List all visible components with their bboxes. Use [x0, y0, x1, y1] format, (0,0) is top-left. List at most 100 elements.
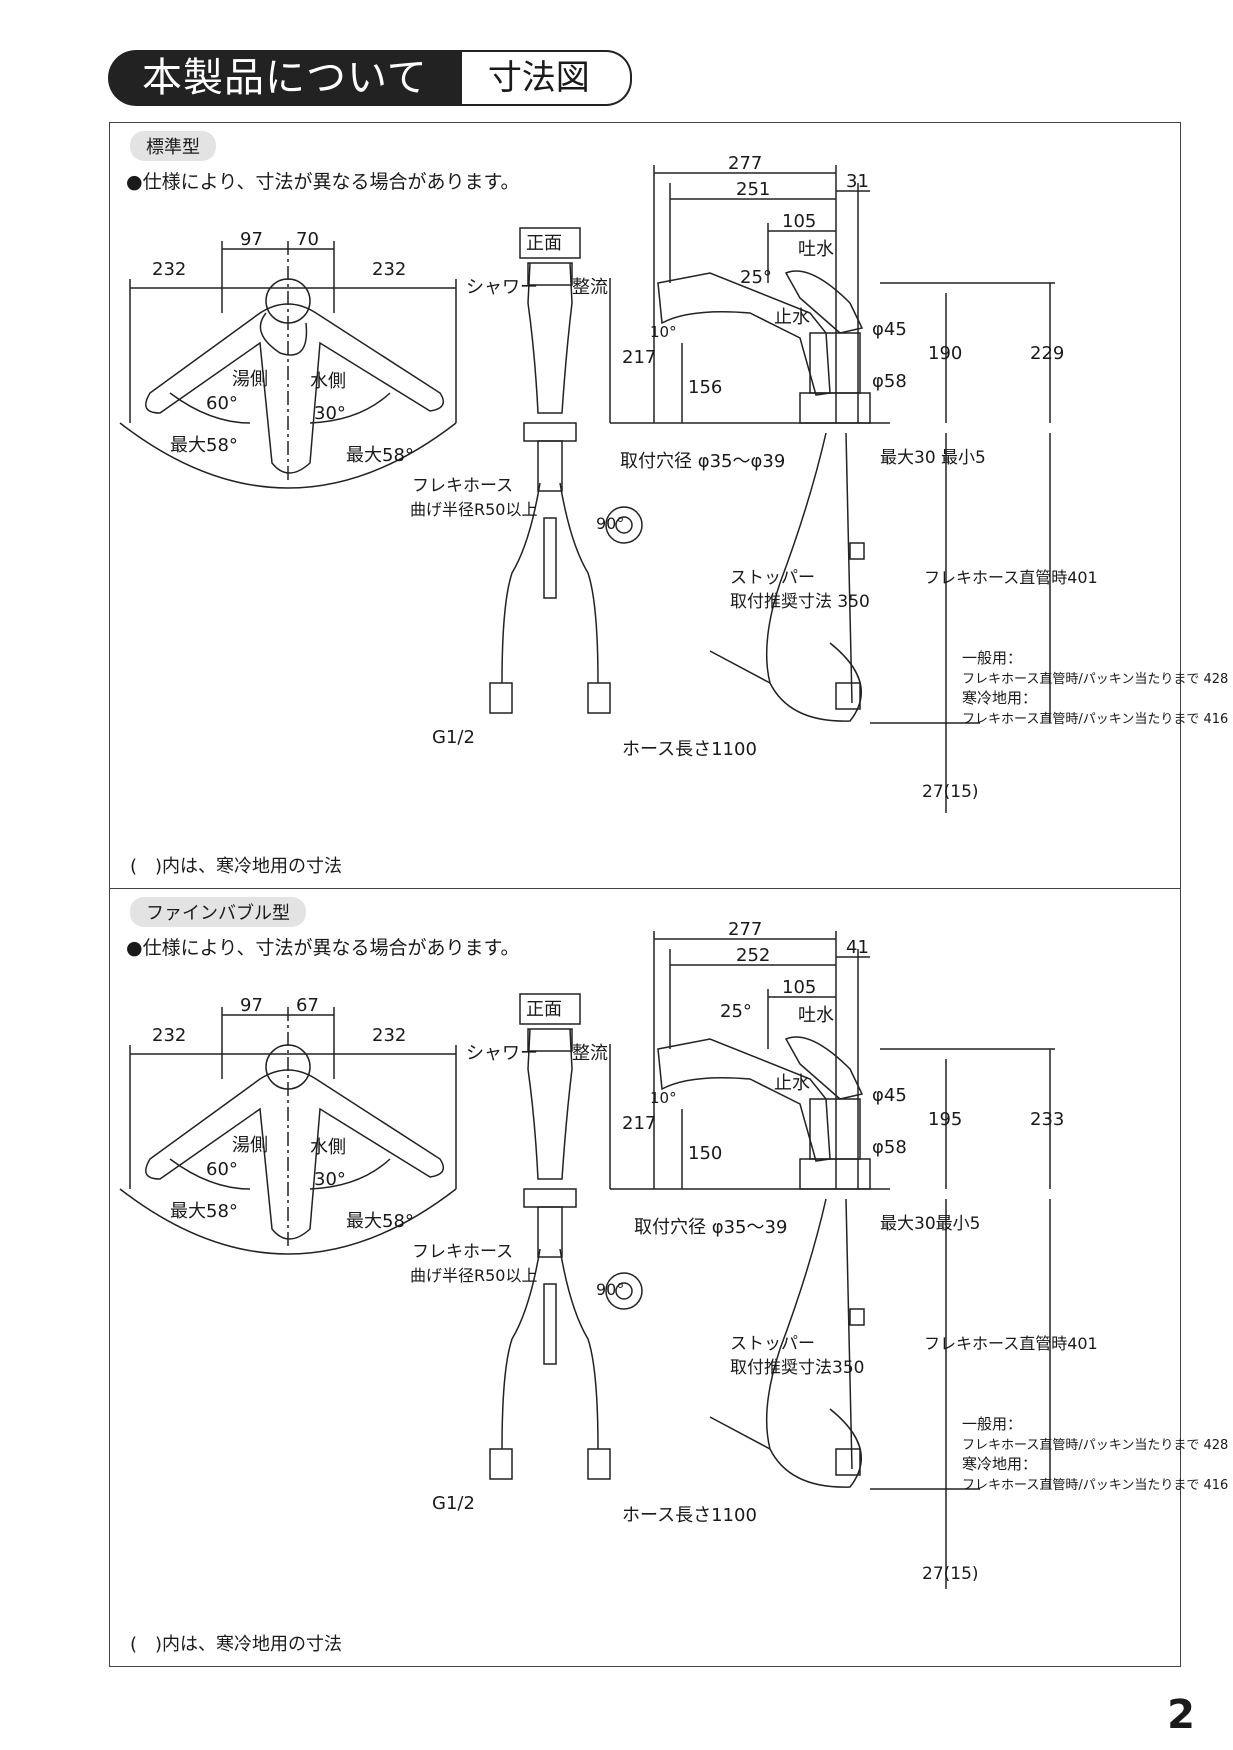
general-use: 一般用： — [962, 1415, 1022, 1433]
angle-10: 10° — [650, 323, 677, 341]
standard-dimension-drawing: 97 70 232 232 湯側 水側 60° 30° 最大58° 最大58° … — [119, 153, 1228, 813]
angle-30: 30° — [314, 1169, 346, 1190]
front-view-drawing — [489, 227, 643, 714]
stopper-dim: 取付推奨寸法 350 — [730, 592, 870, 612]
fine-bubble-type-panel: ファインバブル型 ●仕様により、寸法が異なる場合があります。 ( )内は、寒冷地… — [109, 889, 1228, 1667]
phi45: φ45 — [872, 319, 907, 340]
angle-10: 10° — [650, 1089, 677, 1107]
dim-232-right: 232 — [372, 259, 406, 280]
stop-label: 止水 — [774, 1073, 810, 1094]
dim-217: 217 — [622, 1113, 656, 1134]
general-use-detail: フレキホース直管時/パッキン当たりまで 428 — [962, 1438, 1228, 1453]
front-view-drawing — [489, 993, 643, 1480]
stopper-label: ストッパー — [730, 568, 815, 588]
cold-region-use: 寒冷地用： — [962, 1455, 1037, 1473]
dim-67: 67 — [296, 995, 319, 1016]
cold-side-label: 水側 — [310, 371, 346, 392]
hot-side-label: 湯側 — [232, 1135, 268, 1156]
type-label: ファインバブル型 — [130, 897, 306, 927]
spec-note: ●仕様により、寸法が異なる場合があります。 — [126, 171, 520, 193]
standard-type-panel: 標準型 ●仕様により、寸法が異なる場合があります。 ( )内は、寒冷地用の寸法 — [109, 122, 1228, 889]
hose-label: フレキホース — [412, 1242, 513, 1262]
general-use-detail: フレキホース直管時/パッキン当たりまで 428 — [962, 672, 1228, 687]
max-left: 最大58° — [170, 435, 238, 456]
angle-60: 60° — [206, 393, 238, 414]
spec-note: ●仕様により、寸法が異なる場合があります。 — [126, 937, 520, 959]
angle-90: 90° — [596, 514, 624, 533]
front-title: 正面 — [526, 233, 562, 254]
hose-length: ホース長さ1100 — [622, 1505, 757, 1526]
cold-region-detail: フレキホース直管時/パッキン当たりまで 416 — [962, 712, 1228, 727]
phi58: φ58 — [872, 371, 907, 392]
stopper-label: ストッパー — [730, 1334, 815, 1354]
hose-label: フレキホース — [412, 476, 513, 496]
dim-229: 229 — [1030, 343, 1064, 364]
cold-region-use: 寒冷地用： — [962, 689, 1037, 707]
flex-hose-401: フレキホース直管時401 — [924, 1334, 1098, 1353]
side-view-drawing — [609, 165, 1055, 813]
dim-232-left: 232 — [152, 1025, 186, 1046]
cold-side-label: 水側 — [310, 1137, 346, 1158]
spout-label: 吐水 — [798, 1005, 834, 1026]
dim-97: 97 — [240, 229, 263, 250]
section-subtitle: 寸法図 — [461, 50, 632, 106]
dim-232-right: 232 — [372, 1025, 406, 1046]
stop-label: 止水 — [774, 307, 810, 328]
section-title: 本製品について — [108, 50, 462, 106]
dim-150: 150 — [688, 1143, 722, 1164]
angle-30: 30° — [314, 403, 346, 424]
shower-label: シャワー — [466, 1043, 538, 1064]
footnote: ( )内は、寒冷地用の寸法 — [130, 856, 343, 877]
dim-31: 31 — [846, 171, 869, 192]
dim-27-15: 27(15) — [922, 1564, 979, 1584]
straight-label: 整流 — [572, 1043, 608, 1064]
max-left: 最大58° — [170, 1201, 238, 1222]
cold-region-detail: フレキホース直管時/パッキン当たりまで 416 — [962, 1478, 1228, 1493]
dim-195: 195 — [928, 1109, 962, 1130]
flex-hose-401: フレキホース直管時401 — [924, 568, 1098, 587]
dim-105: 105 — [782, 977, 816, 998]
bend-label: 曲げ半径R50以上 — [410, 1266, 537, 1285]
section-header: 本製品について 寸法図 — [108, 50, 632, 106]
footnote: ( )内は、寒冷地用の寸法 — [130, 1634, 343, 1655]
side-view-drawing — [609, 931, 1055, 1589]
front-title: 正面 — [526, 999, 562, 1020]
phi45: φ45 — [872, 1085, 907, 1106]
general-use: 一般用： — [962, 649, 1022, 667]
dim-233: 233 — [1030, 1109, 1064, 1130]
dim-105: 105 — [782, 211, 816, 232]
type-label: 標準型 — [130, 131, 216, 161]
dim-97: 97 — [240, 995, 263, 1016]
max-right: 最大58° — [346, 445, 414, 466]
shower-label: シャワー — [466, 277, 538, 298]
angle-90: 90° — [596, 1280, 624, 1299]
dim-277: 277 — [728, 919, 762, 940]
angle-25: 25° — [720, 1001, 752, 1022]
dim-252: 252 — [736, 945, 770, 966]
top-view-drawing — [119, 1007, 457, 1255]
dim-156: 156 — [688, 377, 722, 398]
dim-41: 41 — [846, 937, 869, 958]
phi58: φ58 — [872, 1137, 907, 1158]
angle-25: 25° — [740, 267, 772, 288]
hot-side-label: 湯側 — [232, 369, 268, 390]
dim-251: 251 — [736, 179, 770, 200]
dim-190: 190 — [928, 343, 962, 364]
top-view-drawing — [119, 241, 457, 489]
angle-60: 60° — [206, 1159, 238, 1180]
mount-hole: 取付穴径 φ35〜39 — [634, 1217, 787, 1238]
max30-min5: 最大30最小5 — [880, 1214, 980, 1234]
max-right: 最大58° — [346, 1211, 414, 1232]
page-number: 2 — [1167, 1692, 1195, 1738]
dim-232-left: 232 — [152, 259, 186, 280]
fine-bubble-dimension-drawing: 97 67 232 232 湯側 水側 60° 30° 最大58° 最大58° … — [119, 919, 1228, 1589]
max30-min5: 最大30 最小5 — [880, 448, 986, 468]
g-thread: G1/2 — [432, 1493, 475, 1514]
stopper-dim: 取付推奨寸法350 — [730, 1358, 864, 1378]
straight-label: 整流 — [572, 277, 608, 298]
bend-label: 曲げ半径R50以上 — [410, 500, 537, 519]
dim-217: 217 — [622, 347, 656, 368]
dim-27-15: 27(15) — [922, 782, 979, 802]
dim-70: 70 — [296, 229, 319, 250]
dim-277: 277 — [728, 153, 762, 174]
